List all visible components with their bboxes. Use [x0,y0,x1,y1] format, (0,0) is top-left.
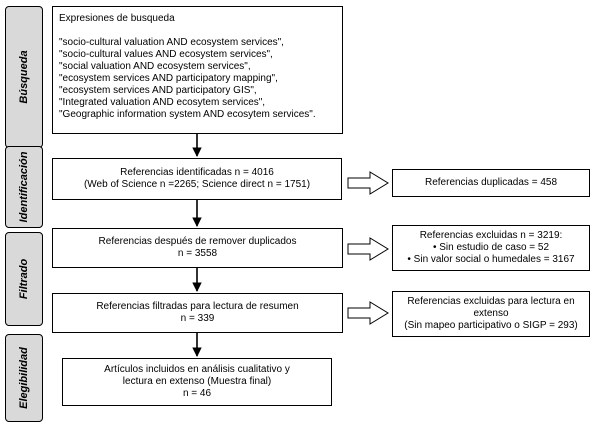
excluded-title: Referencias excluidas n = 3219: [419,230,563,241]
excluded-references-box: Referencias excluidas n = 3219: • Sin es… [392,225,590,271]
after-duplicates-box: Referencias después de remover duplicado… [52,228,343,268]
excluded-bullet: • Sin estudio de caso = 52 [432,242,550,253]
after-duplicates-count: n = 3558 [177,248,218,259]
filtered-label: Referencias filtradas para lectura de re… [96,301,299,312]
search-term: "ecosystem services AND participatory ma… [59,73,278,84]
excluded-extenso-line: Referencias excluidas para lectura en [407,296,575,307]
excluded-extenso-box: Referencias excluidas para lectura en ex… [392,291,590,337]
arrow-right-outline-icon [347,171,389,195]
stage-filtrado: Filtrado [5,232,43,326]
search-term: "ecosystem services AND participatory GI… [59,85,257,96]
filtered-references-box: Referencias filtradas para lectura de re… [52,293,343,333]
identified-sources: (Web of Science n =2265; Science direct … [83,179,311,190]
after-duplicates-label: Referencias después de remover duplicado… [98,236,297,247]
excluded-extenso-line: extenso [473,308,509,319]
search-term: "Integrated valuation AND ecosytem servi… [59,97,266,108]
search-term: "social valuation AND ecosystem services… [59,61,251,72]
search-expressions-box: Expresiones de busqueda "socio-cultural … [52,6,343,134]
filtered-count: n = 339 [180,313,215,324]
included-line: Artículos incluidos en análisis cualitat… [104,364,290,375]
search-term: "Geographic information system AND ecosy… [59,109,316,120]
search-term: "socio-cultural valuation AND ecosystem … [59,37,284,48]
search-title: Expresiones de busqueda [59,13,175,24]
arrow-right-outline-icon [347,301,389,325]
identified-references-box: Referencias identificadas n = 4016 (Web … [52,158,342,200]
excluded-extenso-line: (Sin mapeo participativo o SIGP = 293) [404,320,578,331]
excluded-bullet-text: Sin estudio de caso = 52 [439,242,550,253]
arrow-right-outline-icon [347,237,389,261]
identified-count: Referencias identificadas n = 4016 [120,167,274,178]
duplicates-box: Referencias duplicadas = 458 [392,169,590,197]
stage-identificacion: Identificación [5,146,43,228]
included-count: n = 46 [182,388,212,399]
excluded-bullet-text: Sin valor social o humedales = 3167 [413,254,575,265]
duplicates-count: Referencias duplicadas = 458 [424,177,558,188]
excluded-bullet: • Sin valor social o humedales = 3167 [407,254,575,265]
stage-busqueda: Búsqueda [5,6,43,148]
search-term: "socio-cultural values AND ecosystem ser… [59,49,273,60]
included-articles-box: Artículos incluidos en análisis cualitat… [62,358,332,406]
stage-elegibilidad: Elegibilidad [5,334,43,422]
included-line: lectura en extenso (Muestra final) [122,376,272,387]
